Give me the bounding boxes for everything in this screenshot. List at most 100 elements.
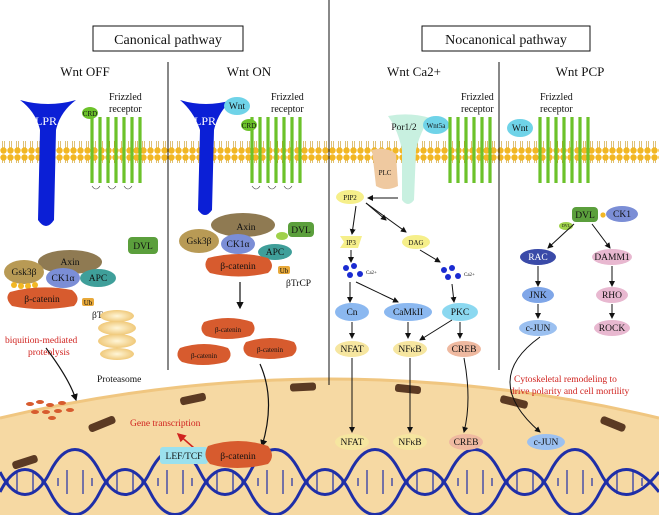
- dvl-on: [288, 222, 314, 237]
- ck1a-label-on: CK1α: [227, 240, 250, 250]
- frizzled-label-ca: Frizzled: [461, 92, 494, 103]
- ck1-label-pcp: CK1: [613, 210, 631, 220]
- noncanonical-header: Nocanonical pathway: [445, 33, 567, 48]
- bcat-free-3: [243, 338, 297, 359]
- bcat-label-on: β-catenin: [220, 262, 256, 272]
- receptor-label-ca: receptor: [461, 104, 494, 115]
- bcat-free-3-label: β-catenin: [257, 346, 284, 354]
- ub-label-on: Ub: [280, 267, 289, 275]
- axin-off: [38, 250, 102, 274]
- dvl-off: [128, 237, 158, 254]
- rho: [596, 287, 628, 303]
- ck1a-label-off: CK1α: [52, 274, 75, 284]
- ub-on: [278, 266, 290, 274]
- ip3: [340, 236, 362, 248]
- nucleus: [0, 379, 659, 515]
- cjun-nucleus-label: c-JUN: [534, 438, 559, 448]
- nucleus-envelope: [0, 377, 659, 420]
- rac: [520, 249, 556, 265]
- leftcf-label: LEF/TCF: [166, 452, 203, 462]
- frizzled-receptor-on: [250, 117, 302, 183]
- frizzled-label-on: Frizzled: [271, 92, 304, 103]
- dag-label: DAG: [408, 239, 423, 247]
- nfkb: [393, 341, 427, 357]
- frizzled-receptor-pcp: [538, 117, 590, 183]
- crd-on: [241, 119, 257, 131]
- dvl-pcp: [572, 207, 598, 222]
- por-receptor: [388, 114, 430, 204]
- nfkb-label: NFκB: [398, 345, 421, 355]
- frizzled-receptor-off: [90, 117, 142, 183]
- bcat-nucleus: [205, 441, 272, 468]
- axin-label-off: Axin: [61, 258, 80, 268]
- wnt-ligand-pcp: [507, 119, 533, 137]
- creb: [447, 341, 481, 357]
- lpr-receptor-off: [20, 100, 76, 226]
- wnt5a-label: Wnt5a: [427, 122, 447, 130]
- dvl-label-pcp: DVL: [575, 211, 595, 221]
- apc-off: [80, 269, 116, 287]
- ip3-label: IP3: [346, 239, 356, 247]
- col-wnt-ca: Wnt Ca2+: [387, 64, 441, 79]
- nfat: [335, 341, 369, 357]
- calcium-ions-1: [343, 263, 363, 278]
- bcat-free-2: [177, 344, 231, 365]
- bcat-nucleus-label: β-catenin: [220, 452, 256, 462]
- ub-off: [82, 298, 94, 306]
- crd-label-on: CRD: [242, 122, 256, 130]
- nfkb-nucleus: [393, 434, 427, 450]
- bcatenin-off: [7, 287, 78, 309]
- rock: [594, 320, 630, 336]
- cn-label: Cn: [346, 308, 357, 318]
- wnt-label-pcp: Wnt: [512, 124, 529, 134]
- creb-label: CREB: [452, 345, 477, 355]
- gsk-label-off: Gsk3β: [12, 268, 37, 278]
- wnt5a-ligand: [423, 116, 449, 134]
- gsk-label-on: Gsk3β: [187, 237, 212, 247]
- ca-label-1: Ca2+: [366, 271, 377, 276]
- phospho-off: [11, 282, 38, 289]
- axin-on: [211, 213, 275, 237]
- cjun: [519, 320, 557, 336]
- cjun-nucleus: [527, 434, 565, 450]
- nuclear-pores: [12, 382, 626, 470]
- peptide-fragments: [26, 400, 74, 420]
- apc-on: [258, 244, 292, 260]
- wnt-label-on: Wnt: [229, 102, 246, 112]
- por-label: Por1/2: [391, 123, 417, 133]
- apc-label-off: APC: [89, 274, 107, 284]
- plc-protein: [372, 148, 398, 189]
- crd-label-off: CRD: [83, 110, 97, 118]
- canonical-header: Canonical pathway: [114, 33, 222, 48]
- dvl-label-on: DVL: [291, 226, 311, 236]
- lpr-receptor-on: [180, 100, 232, 215]
- ck1-pcp: [606, 206, 638, 222]
- plc-label: PLC: [379, 169, 392, 177]
- arrow-gene-transcription: [176, 433, 195, 449]
- crd-off: [82, 107, 98, 119]
- column-dividers: [167, 0, 500, 385]
- lpr-label-off: LPR: [35, 114, 57, 128]
- ca-label-2: Ca2+: [464, 273, 475, 278]
- pkc: [442, 303, 478, 321]
- ck1a-off: [46, 268, 80, 288]
- col-wnt-pcp: Wnt PCP: [556, 64, 605, 79]
- ubiq-line1: biquition-mediated: [5, 336, 78, 346]
- jnk: [522, 287, 554, 303]
- nfkb-nucleus-label: NFκB: [398, 438, 421, 448]
- gsk-off: [4, 260, 44, 284]
- nfat-nucleus: [335, 434, 369, 450]
- col-wnt-on: Wnt ON: [227, 64, 272, 79]
- receptor-label-pcp: receptor: [540, 104, 573, 115]
- wnt-ligand-on: [224, 97, 250, 115]
- leftcf-box: [160, 447, 208, 464]
- arrow-cjun-nucleus: [509, 336, 541, 433]
- bcat-free-1-label: β-catenin: [215, 326, 242, 334]
- damm1-label: DAMM1: [594, 253, 630, 263]
- ub-label-off: Ub: [84, 299, 93, 307]
- canonical-header-box: [92, 25, 244, 52]
- bcat-label-off: β-catenin: [24, 295, 60, 305]
- arrow-to-fragments: [45, 347, 78, 402]
- pkc-label: PKC: [451, 308, 469, 318]
